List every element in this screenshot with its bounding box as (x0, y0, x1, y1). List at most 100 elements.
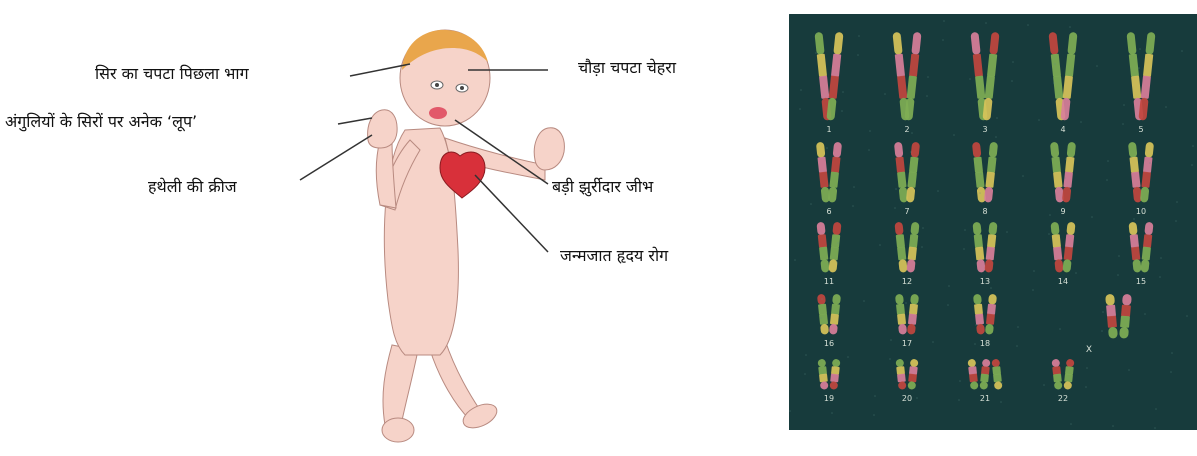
right-hand (534, 128, 564, 170)
chromosome-pair-4 (1048, 32, 1077, 121)
pair-number-13: 13 (980, 277, 990, 286)
speckle (1017, 326, 1019, 328)
pair-number-21: 21 (980, 394, 990, 403)
chromosome (1140, 222, 1153, 273)
pair-number-20: 20 (902, 394, 912, 403)
speckle (805, 354, 807, 356)
chromosome-pair-22 (1051, 359, 1074, 390)
chromosome (1060, 32, 1077, 121)
speckle (1155, 408, 1157, 410)
speckle (1154, 427, 1156, 429)
chromosome-pair-12 (894, 222, 919, 273)
speckle (815, 52, 817, 54)
speckle (1070, 423, 1072, 425)
pair-number-9: 9 (1060, 207, 1065, 216)
speckle (863, 300, 865, 302)
speckle (943, 20, 945, 22)
speckle (926, 95, 928, 97)
speckle (868, 149, 870, 151)
speckle (1170, 371, 1172, 373)
speckle (1160, 257, 1162, 259)
chromosome-pair-17 (895, 294, 919, 335)
label-flat-back-of-head: सिर का चपटा पिछला भाग (95, 64, 249, 84)
speckle (985, 22, 987, 24)
chromosome (973, 294, 985, 335)
chromosome-pair-1 (814, 32, 843, 121)
chromosome (906, 142, 920, 203)
speckle (1133, 218, 1135, 220)
speckle (1149, 162, 1151, 164)
speckle (1064, 177, 1066, 179)
speckle (890, 339, 892, 341)
speckle (959, 380, 961, 382)
speckle (1181, 50, 1183, 52)
speckle (1123, 104, 1125, 106)
speckle (1022, 175, 1024, 177)
chromosome (826, 32, 843, 121)
speckle (1107, 160, 1109, 162)
speckle (847, 356, 849, 358)
speckle (1171, 352, 1173, 354)
chromosome (1128, 222, 1141, 273)
chromosome-pair-13 (972, 222, 997, 273)
chromosome-pair-14 (1050, 222, 1075, 273)
chromosome-pair-3 (970, 32, 999, 121)
speckle (853, 186, 855, 188)
speckle (1186, 315, 1188, 317)
pair-number-7: 7 (904, 207, 909, 216)
pair-number-6: 6 (826, 207, 831, 216)
speckle (910, 151, 912, 153)
chromosome (816, 142, 830, 203)
pair-number-2: 2 (904, 125, 909, 134)
chromosome (817, 359, 828, 390)
chromosome-pair-2 (892, 32, 921, 121)
pair-number-15: 15 (1136, 277, 1146, 286)
speckle (1053, 82, 1055, 84)
tongue (429, 107, 447, 119)
speckle (810, 203, 812, 205)
label-fingertip-loops: अंगुलियों के सिरों पर अनेक ‘लूप’ (5, 112, 197, 132)
chromosome (828, 142, 842, 203)
speckle (942, 39, 944, 41)
chromosome (982, 32, 999, 121)
chromosome (895, 359, 906, 390)
speckle (804, 373, 806, 375)
chromosome-pair-16 (817, 294, 841, 335)
pair-number-19: 19 (824, 394, 834, 403)
speckle (1159, 276, 1161, 278)
speckle (873, 414, 875, 416)
chromosome (979, 359, 990, 390)
speckle (821, 298, 823, 300)
speckle (1144, 313, 1146, 315)
pair-number-10: 10 (1136, 207, 1146, 216)
speckle (800, 89, 802, 91)
chromosome (1051, 359, 1062, 390)
speckle (1118, 255, 1120, 257)
speckle (1054, 63, 1056, 65)
speckle (921, 246, 923, 248)
speckle (932, 341, 934, 343)
chromosome-pair-15 (1128, 222, 1153, 273)
pair-number-1: 1 (826, 125, 831, 134)
left-hand (368, 110, 397, 148)
chromosome (991, 359, 1002, 390)
speckle (1011, 80, 1013, 82)
chromosome-pair-9 (1050, 142, 1076, 203)
speckle (1048, 233, 1050, 235)
speckle (980, 173, 982, 175)
speckle (841, 110, 843, 112)
speckle (958, 399, 960, 401)
chromosome (1140, 142, 1154, 203)
speckle (947, 304, 949, 306)
chromosome (984, 142, 998, 203)
speckle (1069, 26, 1071, 28)
pair-number-5: 5 (1138, 125, 1143, 134)
left-leg (383, 345, 418, 430)
speckle (1117, 274, 1119, 276)
chromosome (829, 294, 841, 335)
label-big-wrinkled-tongue: बड़ी झुर्रीदार जीभ (552, 177, 653, 197)
speckle (1128, 369, 1130, 371)
chromosome (816, 222, 829, 273)
speckle (916, 397, 918, 399)
